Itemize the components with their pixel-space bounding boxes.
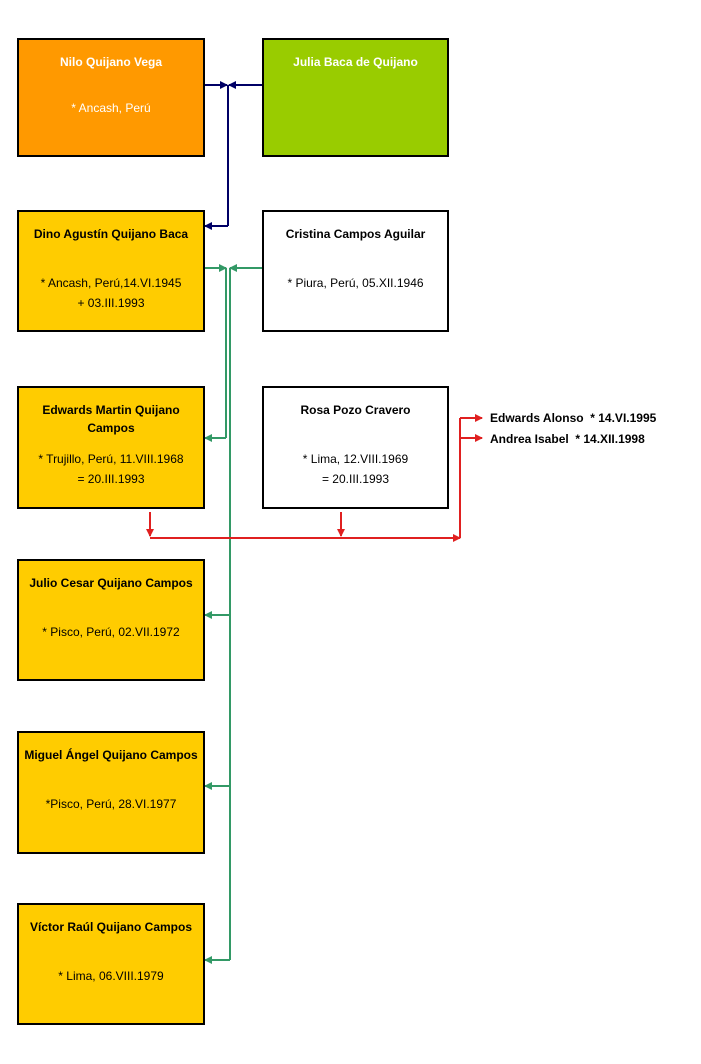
person-box-nilo[interactable]: Nilo Quijano Vega * Ancash, Perú xyxy=(17,38,205,157)
person-name: Julia Baca de Quijano xyxy=(293,55,418,69)
person-box-julio[interactable]: Julio Cesar Quijano Campos * Pisco, Perú… xyxy=(17,559,205,681)
parents-connector xyxy=(204,264,262,964)
person-name: Víctor Raúl Quijano Campos xyxy=(29,920,193,934)
grandchild-andrea-isabel[interactable]: Andrea Isabel * 14.XII.1998 xyxy=(490,432,645,446)
person-birth: * Piura, Perú, 05.XII.1946 xyxy=(287,276,424,290)
person-name: Julio Cesar Quijano Campos xyxy=(29,576,193,590)
grandchild-edwards-alonso[interactable]: Edwards Alonso * 14.VI.1995 xyxy=(490,411,656,425)
person-birth: * Ancash, Perú xyxy=(71,101,151,115)
grandchild-name: Andrea Isabel xyxy=(490,432,569,446)
person-birth: * Lima, 12.VIII.1969 xyxy=(302,452,409,466)
person-name: Cristina Campos Aguilar xyxy=(285,227,426,241)
grandchild-birth: * 14.VI.1995 xyxy=(590,411,657,425)
person-birth: * Ancash, Perú,14.VI.1945 xyxy=(40,276,182,290)
person-box-cristina[interactable]: Cristina Campos Aguilar * Piura, Perú, 0… xyxy=(262,210,449,332)
person-death: + 03.III.1993 xyxy=(77,296,145,310)
person-box-julia[interactable]: Julia Baca de Quijano xyxy=(262,38,449,157)
person-box-victor[interactable]: Víctor Raúl Quijano Campos * Lima, 06.VI… xyxy=(17,903,205,1025)
grandchild-name: Edwards Alonso xyxy=(490,411,584,425)
person-box-miguel[interactable]: Miguel Ángel Quijano Campos *Pisco, Perú… xyxy=(17,731,205,854)
person-birth: * Pisco, Perú, 02.VII.1972 xyxy=(42,625,180,639)
person-name: Dino Agustín Quijano Baca xyxy=(33,227,189,241)
person-marriage: = 20.III.1993 xyxy=(77,472,145,486)
person-birth: * Trujillo, Perú, 11.VIII.1968 xyxy=(38,452,184,466)
grandparents-connector xyxy=(204,81,262,230)
person-birth: *Pisco, Perú, 28.VI.1977 xyxy=(45,797,177,811)
person-name: Rosa Pozo Cravero xyxy=(300,403,411,417)
grandchildren-connector xyxy=(146,414,483,542)
person-box-dino[interactable]: Dino Agustín Quijano Baca * Ancash, Perú… xyxy=(17,210,205,332)
person-marriage: = 20.III.1993 xyxy=(321,472,390,486)
grandchild-birth: * 14.XII.1998 xyxy=(575,432,645,446)
person-name: Miguel Ángel Quijano Campos xyxy=(24,748,198,762)
person-name: Nilo Quijano Vega xyxy=(59,55,163,69)
person-birth: * Lima, 06.VIII.1979 xyxy=(58,969,164,983)
person-box-rosa[interactable]: Rosa Pozo Cravero * Lima, 12.VIII.1969 =… xyxy=(262,386,449,509)
person-box-edwards[interactable]: Edwards Martin Quijano Campos * Trujillo… xyxy=(17,386,205,509)
person-name: Edwards Martin Quijano Campos xyxy=(42,403,180,435)
